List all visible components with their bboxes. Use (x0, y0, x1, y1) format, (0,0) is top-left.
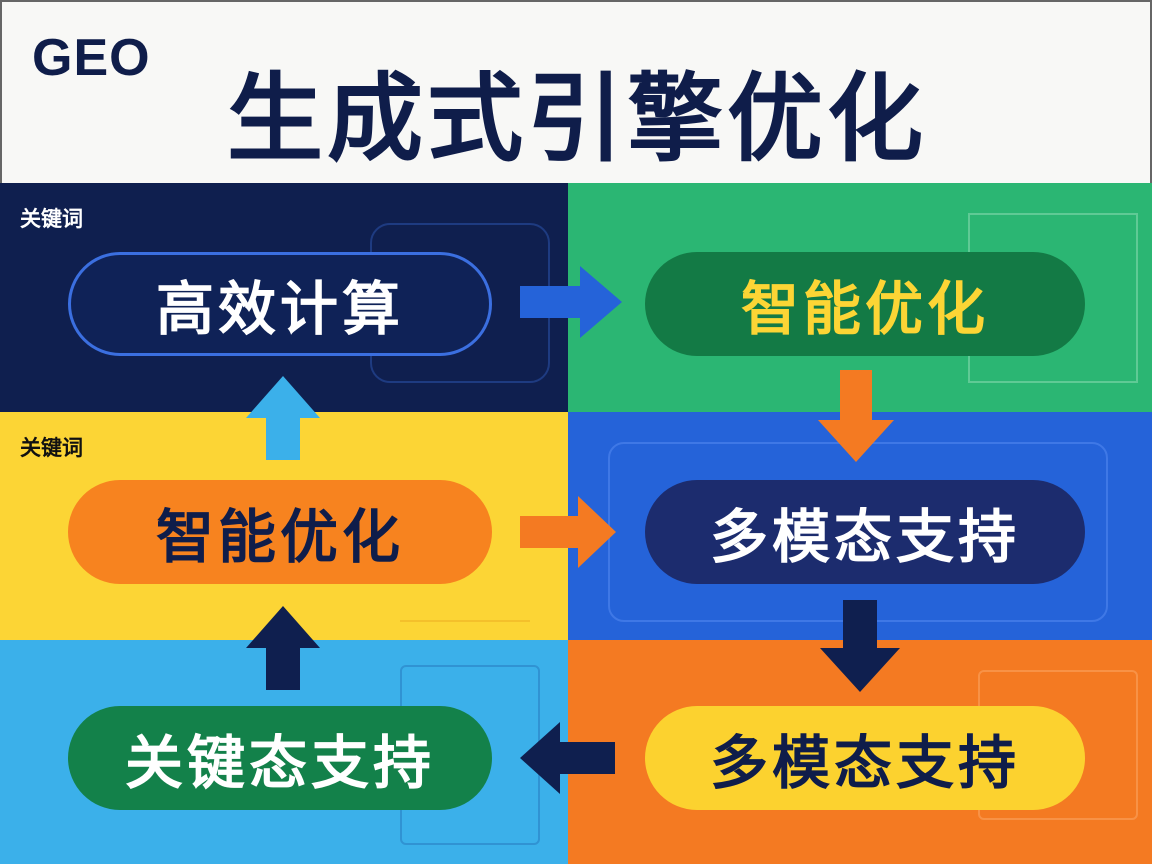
step-pill-smart-optimization-2: 智能优化 (68, 480, 492, 584)
keyword-label: 关键词 (20, 207, 83, 231)
panel-top-right: 智能优化 (568, 183, 1152, 412)
panel-top-left: 关键词 高效计算 (0, 183, 568, 412)
panel-bottom-right: 多模态支持 (568, 640, 1152, 864)
page-title: 生成式引擎优化 (227, 63, 927, 175)
step-pill-keyword-support: 关键态支持 (68, 706, 492, 810)
panel-middle-left: 关键词 智能优化 (0, 412, 568, 640)
keyword-label: 关键词 (20, 436, 83, 460)
step-pill-multimodal-support-2: 多模态支持 (645, 706, 1085, 810)
step-pill-multimodal-support: 多模态支持 (645, 480, 1085, 584)
panel-middle-right: 多模态支持 (568, 412, 1152, 640)
step-pill-efficient-computing: 高效计算 (68, 252, 492, 356)
geo-logo: GEO (32, 29, 151, 87)
step-pill-smart-optimization: 智能优化 (645, 252, 1085, 356)
header: GEO 生成式引擎优化 (0, 0, 1152, 183)
bar-chart-decoration (400, 552, 530, 622)
panel-bottom-left: 关键态支持 (0, 640, 568, 864)
